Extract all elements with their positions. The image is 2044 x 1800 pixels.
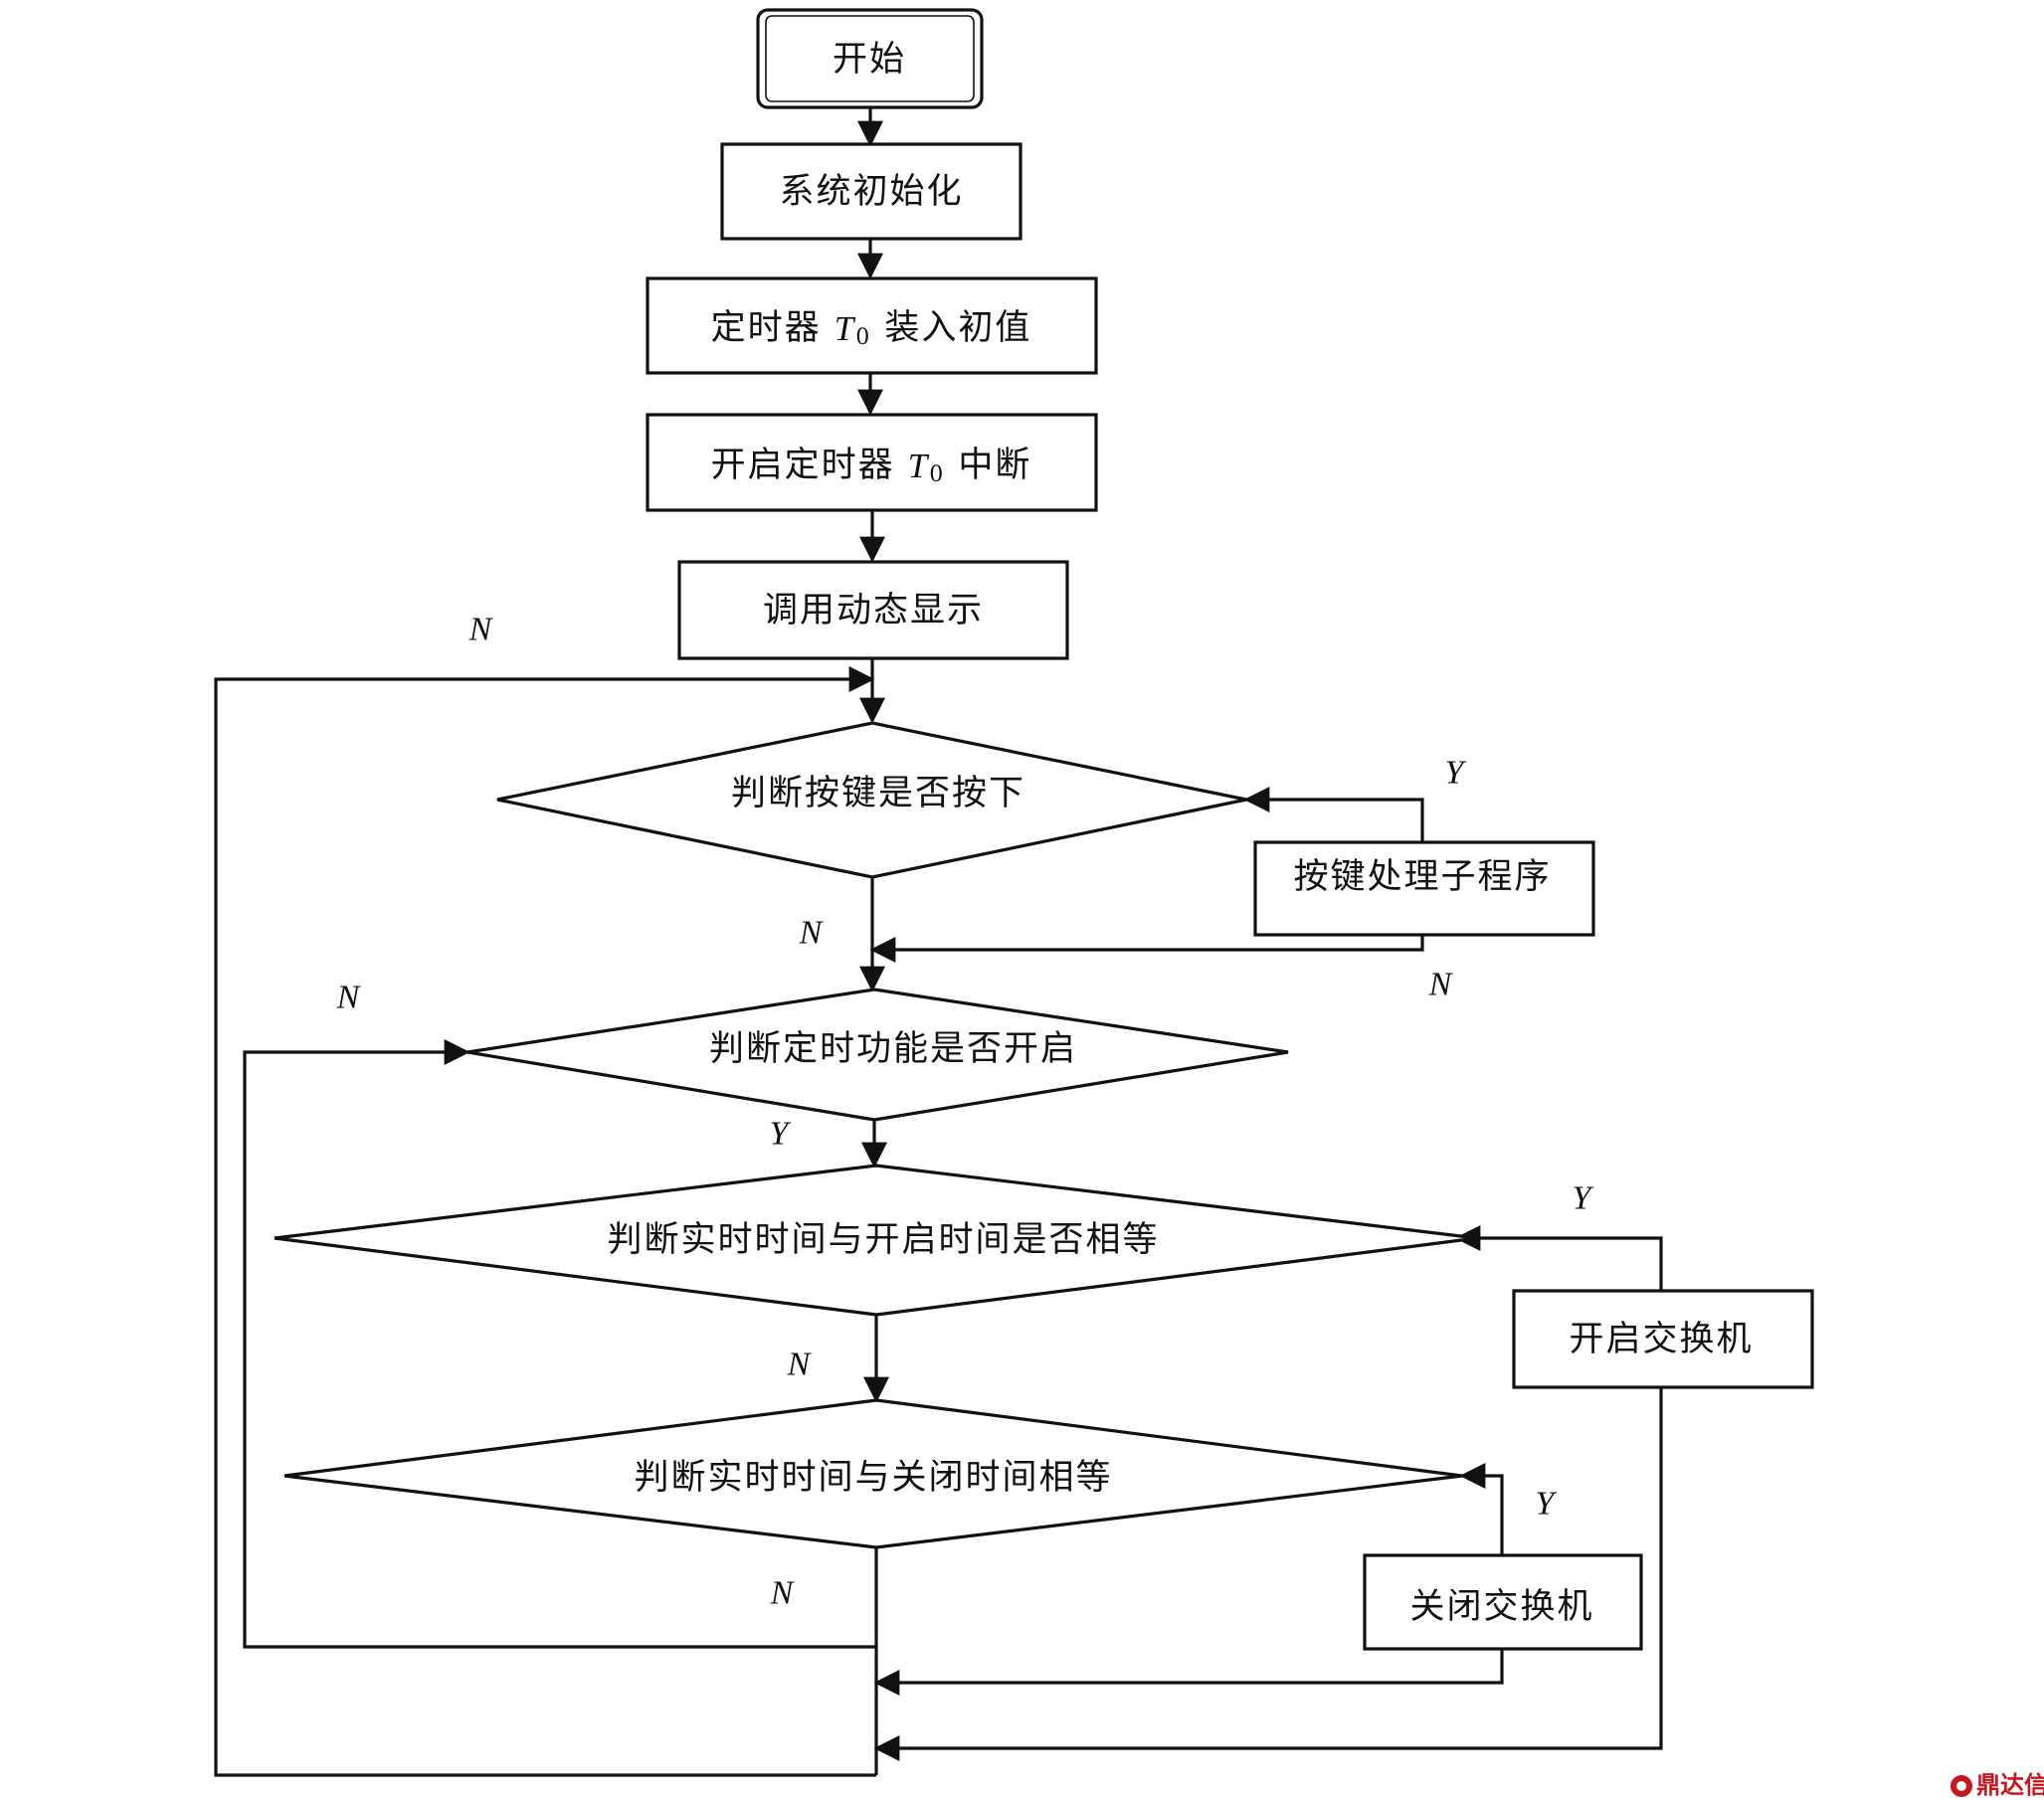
display-label: 调用动态显示 (763, 591, 984, 630)
edge-open-yes (1454, 1225, 1663, 1291)
timer-load-node: 定时器 T0 装入初值 (646, 276, 1098, 375)
key-check-decision: 判断按键是否按下 (496, 721, 1247, 879)
key-handler-label: 按键处理子程序 (1293, 857, 1551, 897)
open-switch-node: 开启交换机 (1512, 1289, 1814, 1389)
display-node: 调用动态显示 (677, 560, 1069, 660)
label-y-timer: Y (770, 1116, 792, 1153)
key-check-label: 判断按键是否按下 (731, 774, 1025, 813)
close-time-label: 判断实时时间与关闭时间相等 (634, 1458, 1112, 1498)
label-n-open: N (787, 1347, 813, 1383)
close-time-decision: 判断实时时间与关闭时间相等 (283, 1398, 1463, 1549)
timer-function-label: 判断定时功能是否开启 (709, 1029, 1077, 1069)
timer-function-decision: 判断定时功能是否开启 (466, 988, 1289, 1122)
label-n-close: N (770, 1575, 796, 1612)
watermark-logo: 鼎达信 (1951, 1771, 2044, 1799)
label-y-key: Y (1445, 755, 1467, 792)
close-switch-node: 关闭交换机 (1363, 1553, 1643, 1651)
edge-outer-loop (214, 666, 876, 1777)
key-handler-node: 按键处理子程序 (1253, 840, 1595, 937)
label-n-outer-loop: N (468, 612, 494, 648)
edge-key-return (869, 935, 1424, 963)
timer-load-label: 定时器 T0 装入初值 (711, 308, 1032, 350)
close-switch-label: 关闭交换机 (1409, 1587, 1593, 1627)
label-y-open: Y (1573, 1180, 1594, 1217)
edge-key-yes (1243, 787, 1424, 842)
watermark-text: 鼎达信 (1976, 1771, 2044, 1799)
timer-enable-node: 开启定时器 T0 中断 (646, 413, 1098, 512)
open-time-decision: 判断实时时间与开启时间是否相等 (274, 1164, 1478, 1317)
edge-timer-loop (243, 1039, 876, 1649)
init-label: 系统初始化 (779, 172, 963, 212)
edge-close-yes (1459, 1463, 1504, 1555)
label-y-close: Y (1536, 1486, 1558, 1523)
open-switch-label: 开启交换机 (1569, 1320, 1753, 1359)
init-node: 系统初始化 (720, 142, 1022, 241)
open-time-label: 判断实时时间与开启时间是否相等 (607, 1220, 1159, 1260)
edge-open-return (873, 1387, 1663, 1761)
edge-close-return (873, 1649, 1504, 1696)
label-n-key: N (799, 915, 825, 952)
label-n-timer-loop: N (336, 980, 362, 1016)
timer-enable-label: 开启定时器 T0 中断 (711, 446, 1032, 487)
start-node: 开始 (756, 8, 984, 109)
label-n-key-return: N (1428, 967, 1454, 1003)
start-label: 开始 (833, 40, 906, 80)
